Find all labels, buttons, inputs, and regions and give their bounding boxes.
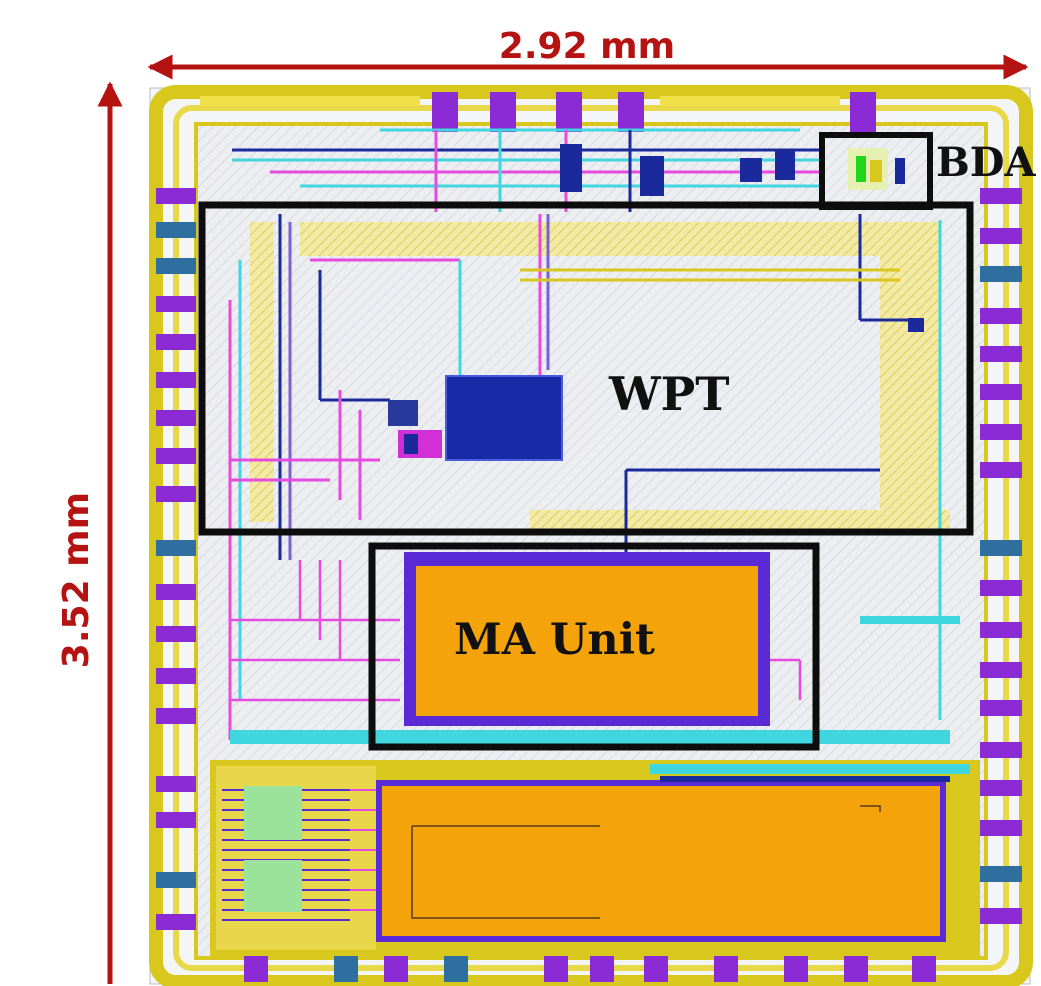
height-dimension-label: 3.52 mm bbox=[56, 492, 97, 668]
memory-block-lower bbox=[244, 860, 302, 912]
ma-unit-region bbox=[230, 552, 960, 744]
bda-label: BDA bbox=[936, 139, 1036, 186]
bda-circuit bbox=[848, 148, 905, 190]
top-cells bbox=[560, 144, 795, 196]
ma-unit-label: MA Unit bbox=[454, 615, 655, 665]
memory-block-upper bbox=[244, 786, 302, 840]
wpt-core-block bbox=[445, 375, 563, 461]
bottom-orange-block bbox=[382, 786, 940, 936]
width-dimension-label: 2.92 mm bbox=[499, 26, 675, 67]
ma-unit-core bbox=[416, 566, 758, 716]
wpt-label: WPT bbox=[608, 367, 729, 421]
wpt-outline bbox=[198, 201, 974, 536]
ma-unit-outline bbox=[368, 542, 820, 751]
wpt-region bbox=[212, 212, 968, 740]
left-pads bbox=[156, 188, 196, 930]
die bbox=[149, 85, 1033, 986]
top-pads bbox=[200, 92, 876, 132]
right-pads bbox=[980, 188, 1022, 924]
bottom-section bbox=[210, 760, 980, 956]
